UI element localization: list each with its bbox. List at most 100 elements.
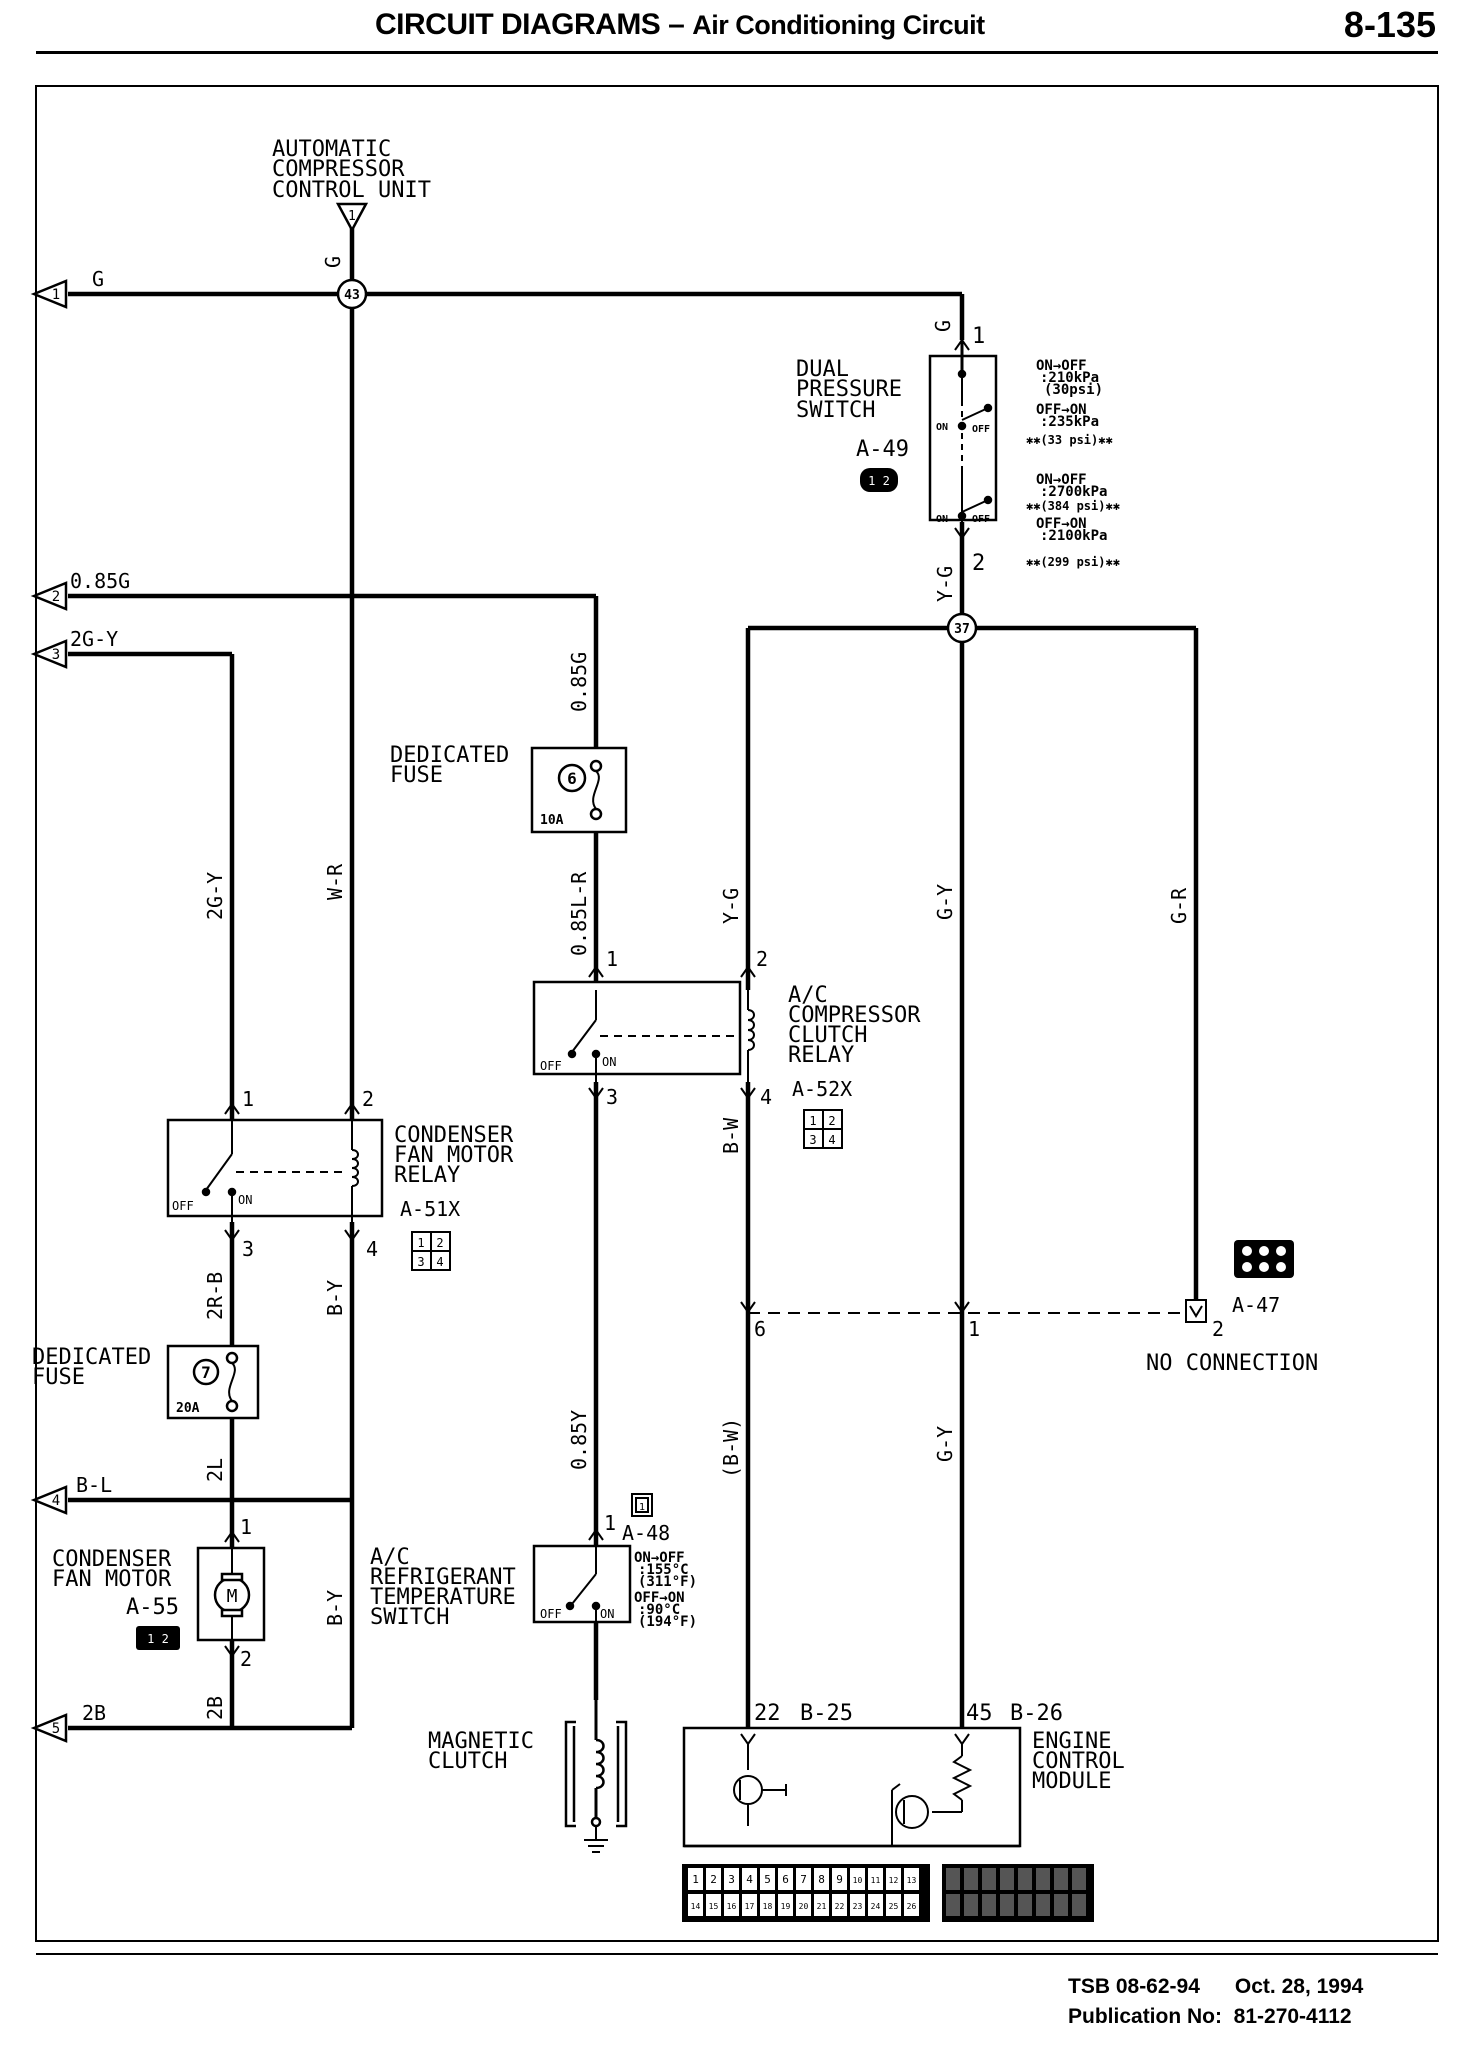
dps-off-1: OFF: [972, 424, 990, 435]
wire-label-085lr: 0.85L-R: [567, 871, 591, 956]
footer-date: Oct. 28, 1994: [1234, 1975, 1364, 1998]
wire-label-wr: W-R: [323, 863, 347, 900]
wire-label-gy: G-Y: [933, 884, 957, 920]
ecm-connector-b25: B-25: [800, 1701, 853, 1726]
temp-switch-conn-pin: 1: [639, 1502, 645, 1513]
ecm-pin-cell-label: 2: [710, 1873, 717, 1886]
acu-label-2: COMPRESSOR: [272, 157, 405, 182]
temp-switch-spec-6: (194°F): [638, 1614, 697, 1630]
dps-spec-12: ✱✱(299 psi)✱✱: [1026, 555, 1120, 569]
relay51-id: A-51X: [400, 1197, 460, 1221]
fan-motor-pin1: 1: [240, 1515, 252, 1539]
ecm-pin-cell-label: 25: [889, 1902, 899, 1911]
wire-label-bw: B-W: [719, 1117, 743, 1154]
ecm-pin-cell-label: 4: [746, 1873, 753, 1886]
page-number: 8-135: [1343, 4, 1436, 45]
dps-on-1: ON: [936, 422, 948, 433]
dps-spec-11: :2100kPa: [1040, 528, 1107, 544]
splice-43: [336, 278, 368, 310]
ecm-pin-cell-label: 9: [836, 1873, 843, 1886]
temp-switch-on: ON: [600, 1607, 614, 1621]
acu-label-3: CONTROL UNIT: [272, 178, 431, 203]
ecm-pin-cell-b26: [964, 1894, 978, 1916]
fuse-6: [530, 746, 628, 834]
ecm-pin-cell-label: 6: [782, 1873, 789, 1886]
a47-id: A-47: [1232, 1293, 1280, 1317]
relay52-conn-4: 4: [828, 1133, 835, 1147]
dps-spec-2: :210kPa: [1040, 370, 1099, 386]
ecm-pin-cell: [904, 1894, 919, 1916]
dps-spec-10: OFF→ON: [1036, 516, 1087, 532]
relay51-label-1: CONDENSER: [394, 1123, 514, 1148]
acu-pin: 1: [348, 209, 356, 224]
temp-switch-id: A-48: [622, 1521, 670, 1545]
relay52-conn-3: 3: [809, 1133, 816, 1147]
terminal-arrow-3: [30, 639, 68, 669]
magnetic-clutch: [564, 1700, 628, 1853]
ecm-pin-cell: [868, 1894, 883, 1916]
dps-spec-8: :2700kPa: [1040, 484, 1107, 500]
ecm-pin-cell-b26: [1000, 1894, 1014, 1916]
dps-spec-9: ✱✱(384 psi)✱✱: [1026, 499, 1120, 513]
temp-switch-label-3: TEMPERATURE: [370, 1585, 516, 1610]
ecm-pin-cell-b26: [964, 1868, 978, 1890]
dps-spec-6: ✱✱(33 psi)✱✱: [1026, 433, 1113, 447]
ecm-pin-cell-label: 16: [727, 1902, 737, 1911]
a47-connector-icon: [1234, 1240, 1294, 1278]
terminal-3-label: 3: [52, 647, 60, 663]
relay52-connector-icon: 1 2 3 4: [803, 1109, 843, 1149]
title-main: CIRCUIT DIAGRAMS: [375, 8, 661, 41]
wire-label-by: B-Y: [323, 1280, 347, 1316]
ecm-pin-cell-label: 8: [818, 1873, 825, 1886]
relay51-on: ON: [238, 1193, 252, 1207]
temp-switch-label-4: SWITCH: [370, 1605, 449, 1630]
dps-label-1: DUAL: [796, 357, 849, 382]
ecm-pin-cell-label: 17: [745, 1902, 755, 1911]
wire-label-2rb: 2R-B: [203, 1272, 227, 1320]
splice-37: [946, 612, 978, 644]
fuse-6-label-1: DEDICATED: [390, 743, 509, 768]
ecm-pin-cell: [868, 1868, 883, 1890]
fuse-7-number: 7: [201, 1363, 211, 1382]
pin-1-arrow: [954, 1301, 970, 1314]
ecm-pin-cell-label: 21: [817, 1902, 827, 1911]
relay51-label-2: FAN MOTOR: [394, 1143, 514, 1168]
temp-switch-spec-5: :90°C: [638, 1602, 680, 1618]
acu-symbol: [335, 202, 369, 233]
wire-label-085y: 0.85Y: [567, 1410, 591, 1470]
wire-label-yg: Y-G: [719, 888, 743, 924]
temp-switch-label-1: A/C: [370, 1545, 410, 1570]
fuse-6-amp: 10A: [540, 813, 564, 828]
wire-label-by-lower: B-Y: [323, 1590, 347, 1626]
relay52-label-3: CLUTCH: [788, 1023, 867, 1048]
ecm-pin-cell-label: 19: [781, 1902, 791, 1911]
ecm-pin-cell: [706, 1894, 721, 1916]
ecm-pin-cell: [832, 1868, 847, 1890]
pin-6-arrow: [740, 1301, 756, 1314]
wire-label-g: G: [92, 267, 104, 291]
ecm-pin-cell-label: 11: [871, 1876, 881, 1885]
ecm-pin-cell: [760, 1894, 775, 1916]
ecm-pin-22: 22: [754, 1701, 781, 1726]
wire-label-gy-lower: G-Y: [933, 1426, 957, 1462]
title-subtitle: Air Conditioning Circuit: [692, 10, 985, 40]
wire-label-bl: B-L: [76, 1473, 112, 1497]
wires: [68, 228, 1199, 1731]
ecm-pin-cell-b26: [946, 1868, 960, 1890]
terminal-1-label: 1: [52, 287, 60, 303]
ecm-pin-cell: [688, 1868, 703, 1890]
ecm-pin-cell-label: 1: [692, 1873, 699, 1886]
ecm-pin-cell: [814, 1868, 829, 1890]
temp-switch-connector-icon: 1: [631, 1493, 653, 1517]
relay52-label-2: COMPRESSOR: [788, 1003, 921, 1028]
wire-label-2gy-vertical: 2G-Y: [203, 872, 227, 920]
terminal-arrow-2: [30, 581, 68, 611]
page-footer: TSB 08-62-94 Oct. 28, 1994 Publication N…: [1068, 1972, 1363, 2032]
a47-no-connection: NO CONNECTION: [1146, 1351, 1318, 1376]
ecm-pin-cell: [742, 1894, 757, 1916]
temp-switch-spec-2: :155°C: [638, 1562, 689, 1578]
fuse-7-amp: 20A: [176, 1401, 200, 1416]
ecm-pin-cell-label: 24: [871, 1902, 881, 1911]
footer-pub-no: 81-270-4112: [1233, 2005, 1352, 2028]
